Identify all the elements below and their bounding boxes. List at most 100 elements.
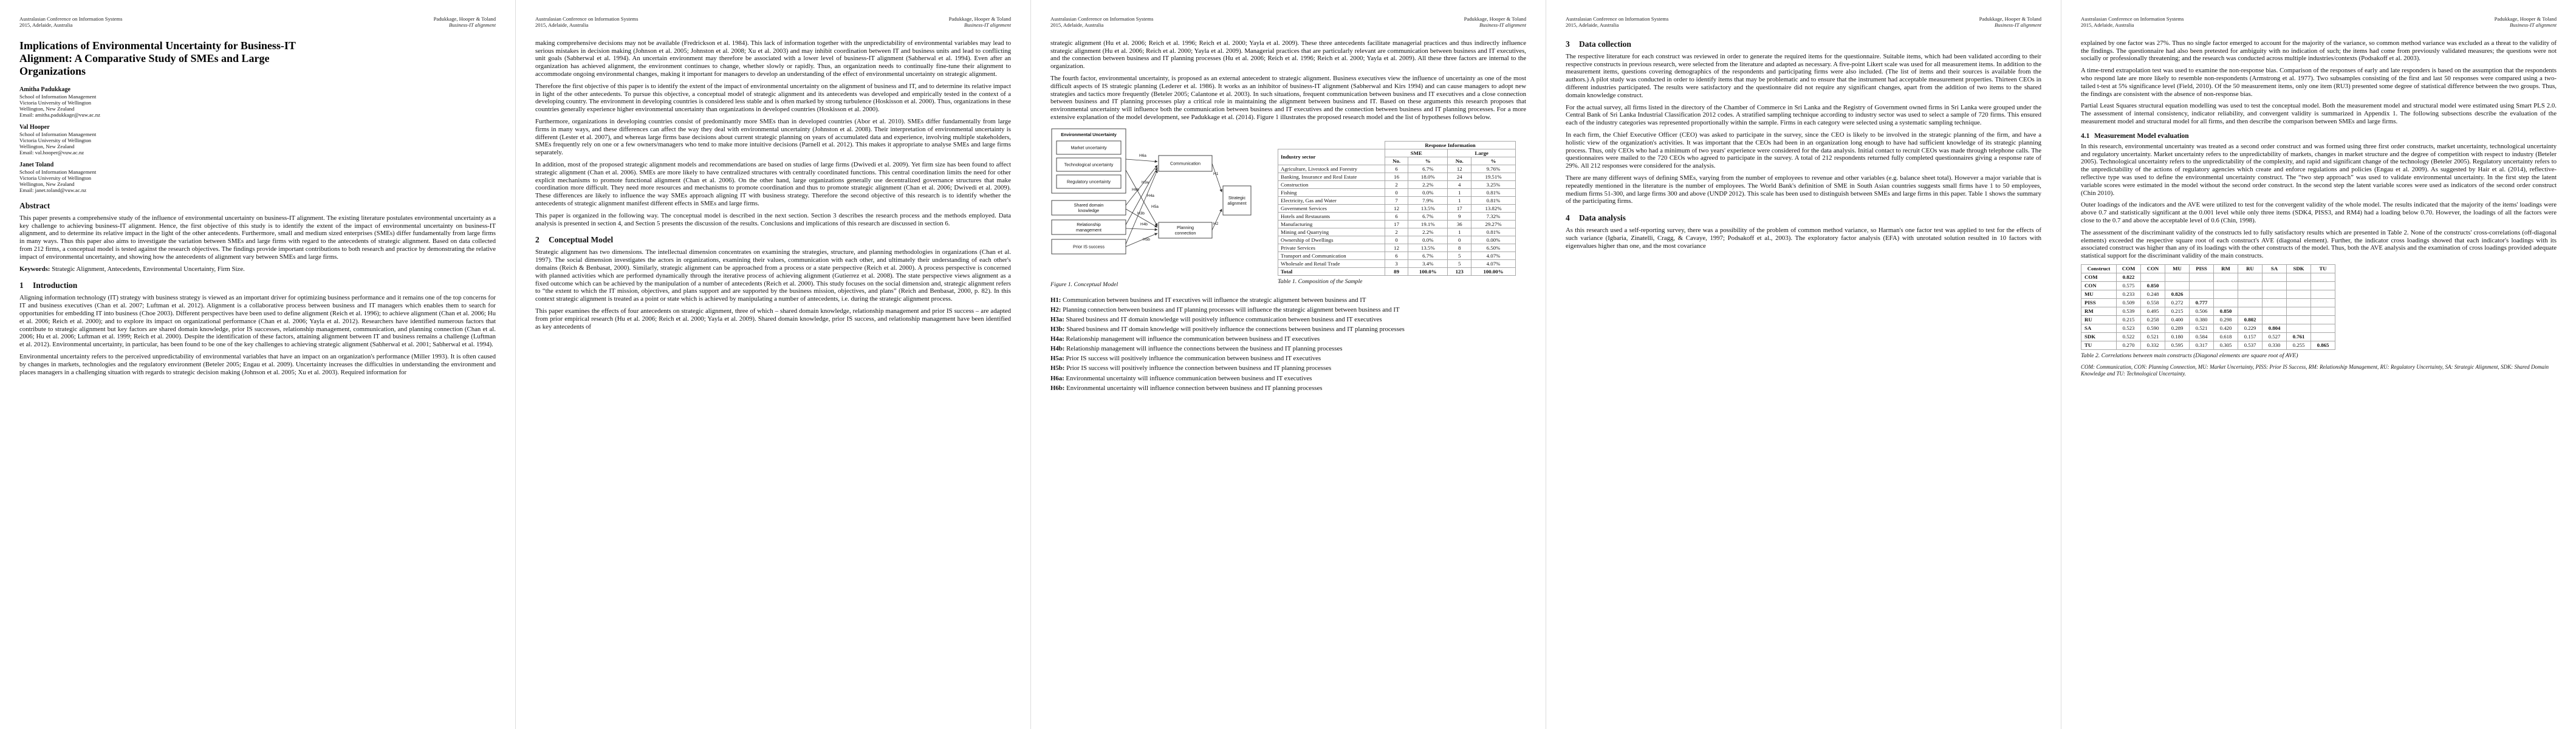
sector-cell: Private Services [1278, 243, 1385, 252]
value-cell: 16 [1384, 172, 1409, 181]
sector-cell: Fishing [1278, 188, 1385, 197]
value-cell: 0.495 [2140, 306, 2165, 316]
value-cell: 0.00% [1471, 235, 1516, 244]
paragraph: In addition, most of the proposed strate… [535, 160, 1011, 207]
construct-cell: COM [2081, 272, 2117, 282]
section-number: 1 [19, 281, 24, 290]
value-cell [2262, 306, 2287, 316]
authors-short: Padukkage, Hooper & Toland [2494, 16, 2557, 22]
value-cell: 0.0% [1408, 188, 1448, 197]
section-title: Abstract [19, 200, 50, 210]
running-head: Padukkage, Hooper & Toland Business-IT a… [949, 16, 1011, 29]
value-cell: 13.5% [1408, 243, 1448, 252]
sector-cell: Total [1278, 267, 1385, 276]
value-cell: 0.822 [2116, 272, 2141, 282]
value-cell [2311, 306, 2335, 316]
column-header: RM [2213, 264, 2238, 273]
paper-page-5: Australasian Conference on Information S… [2061, 0, 2576, 729]
value-cell [2262, 272, 2287, 282]
table-row: Response Information [1278, 140, 1516, 149]
svg-text:knowledge: knowledge [1078, 208, 1099, 213]
value-cell: 0.539 [2116, 306, 2141, 316]
author-name: Val Hooper [19, 123, 50, 131]
value-cell [2238, 272, 2263, 282]
column-header: Construct [2081, 264, 2117, 273]
value-cell: 17 [1447, 204, 1472, 213]
section-title: Introduction [33, 281, 78, 290]
value-cell [2262, 289, 2287, 299]
column-header: SDK [2286, 264, 2311, 273]
value-cell [2213, 298, 2238, 307]
paragraph: Outer loadings of the indicators and the… [2081, 201, 2557, 224]
value-cell [2238, 306, 2263, 316]
hypothesis-item: H4a: Relationship management will influe… [1050, 335, 1320, 343]
value-cell: 2 [1384, 180, 1409, 189]
section-number: 2 [535, 235, 540, 245]
value-cell: 0.233 [2116, 289, 2141, 299]
author-name: Janet Toland [19, 161, 54, 168]
svg-text:Prior IS success: Prior IS success [1073, 244, 1105, 249]
svg-text:Market uncertainty: Market uncertainty [1070, 145, 1107, 150]
sector-cell: Manufacturing [1278, 219, 1385, 228]
subcolumn-header: % [1471, 156, 1516, 165]
value-cell [2286, 272, 2311, 282]
svg-text:Environmental Uncertainty: Environmental Uncertainty [1061, 132, 1116, 137]
conference-name: Australasian Conference on Information S… [19, 16, 123, 22]
paragraph: There are many different ways of definin… [1566, 174, 2041, 205]
conference-name: Australasian Conference on Information S… [535, 16, 639, 22]
value-cell: 0.506 [2189, 306, 2214, 316]
section-title: Conceptual Model [549, 235, 614, 245]
table-note: COM: Communication, CON: Planning Connec… [2081, 363, 2549, 377]
value-cell [2213, 272, 2238, 282]
value-cell [2262, 281, 2287, 290]
author-affiliation-line: Wellington, New Zealand [19, 143, 75, 149]
paper-short-title: Business-IT alignment [1995, 22, 2041, 29]
value-cell [2140, 272, 2165, 282]
page-header: Australasian Conference on Information S… [535, 16, 1011, 29]
empty-corner-cell [1278, 141, 1385, 149]
keywords-text: Strategic Alignment, Antecedents, Enviro… [52, 265, 245, 273]
value-cell: 5 [1447, 259, 1472, 268]
value-cell [2213, 289, 2238, 299]
value-cell: 3.4% [1408, 259, 1448, 268]
conference-info: Australasian Conference on Information S… [1050, 16, 1153, 29]
industry-sector-header: Industry sector [1278, 148, 1385, 165]
value-cell: 0.521 [2140, 332, 2165, 341]
value-cell: 0.81% [1471, 196, 1516, 205]
value-cell [2311, 281, 2335, 290]
author-affiliation-line: School of Information Management [19, 131, 97, 137]
construct-cell: SDK [2081, 332, 2117, 341]
value-cell: 6.7% [1408, 164, 1448, 173]
value-cell: 0.272 [2165, 298, 2190, 307]
section-number: 4 [1566, 213, 1570, 223]
sector-cell: Electricity, Gas and Water [1278, 196, 1385, 205]
paragraph: Environmental uncertainty refers to the … [19, 352, 496, 376]
value-cell: 0.826 [2165, 289, 2190, 299]
page-3-content: strategic alignment (Hu et al. 2006; Rei… [1050, 39, 1526, 392]
value-cell: 6 [1384, 251, 1409, 260]
value-cell [2311, 289, 2335, 299]
value-cell: 0.595 [2165, 340, 2190, 350]
table-row: No.%No.% [1278, 156, 1516, 165]
value-cell: 5 [1447, 251, 1472, 260]
authors-short: Padukkage, Hooper & Toland [1979, 16, 2041, 22]
value-cell: 0.229 [2238, 323, 2263, 333]
paragraph: This paper is organized in the following… [535, 211, 1011, 227]
hypothesis-item: H1: Communication between business and I… [1050, 296, 1366, 304]
author-affiliation-line: Victoria University of Wellington [19, 174, 92, 181]
value-cell: 0.420 [2213, 323, 2238, 333]
value-cell: 7.32% [1471, 211, 1516, 221]
construct-cell: RM [2081, 306, 2117, 316]
